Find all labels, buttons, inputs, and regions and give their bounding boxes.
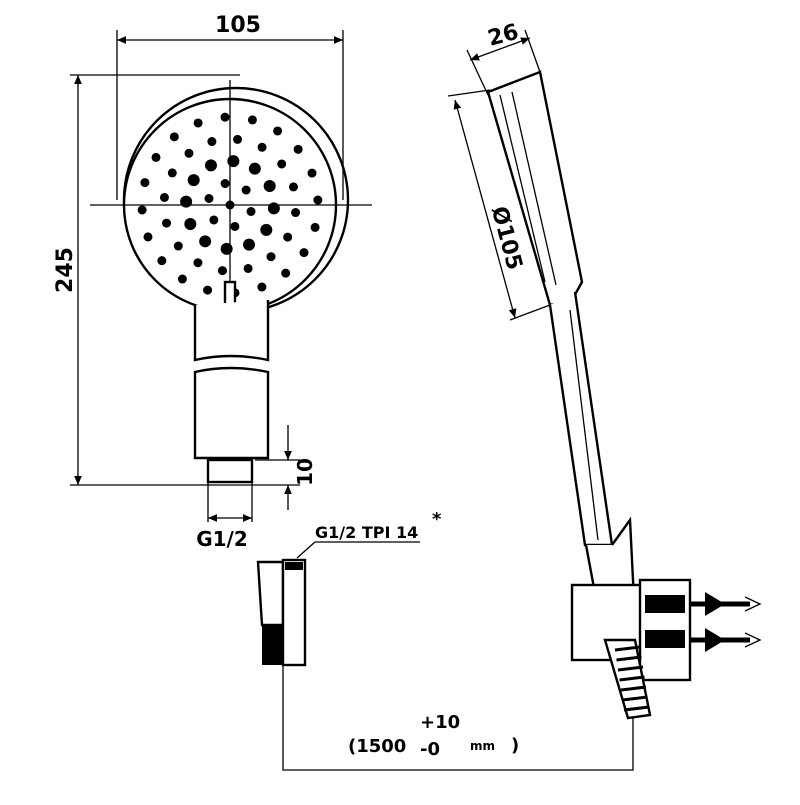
hose-rib — [623, 705, 650, 712]
nozzle — [180, 195, 193, 208]
nozzle — [143, 232, 153, 242]
hose-rib — [619, 675, 645, 682]
nozzle — [203, 285, 213, 295]
nozzle — [241, 185, 251, 195]
nozzle — [313, 195, 323, 205]
nozzle — [281, 268, 291, 278]
nozzle — [288, 182, 298, 192]
nozzle — [257, 142, 267, 152]
nozzle — [169, 132, 179, 142]
nozzle — [184, 218, 197, 231]
side-view: 26 Ø105 — [447, 20, 762, 720]
handle-upper — [193, 300, 270, 362]
nozzle — [204, 159, 217, 172]
diameter-label: Ø105 — [486, 204, 527, 273]
nozzle-grid — [137, 112, 323, 298]
screw-icon — [705, 592, 725, 652]
unit-label: mm — [470, 739, 495, 753]
nozzle — [167, 168, 177, 178]
nozzle — [193, 118, 203, 128]
hose-length-line — [282, 665, 634, 771]
nozzle — [243, 263, 253, 273]
handle-lower — [193, 366, 270, 460]
hose-thread-label: G1/2 TPI 14 — [315, 523, 418, 542]
connector-thread-label: G1/2 — [196, 527, 248, 551]
hose-rib — [616, 655, 642, 662]
nozzle — [247, 115, 257, 125]
nozzle — [217, 266, 227, 276]
nozzle — [267, 202, 280, 215]
nozzle — [260, 223, 273, 236]
connector-height-label: 10 — [293, 458, 317, 486]
nozzle — [243, 238, 256, 251]
nozzle — [283, 232, 293, 242]
hose-length-open: (1500 — [348, 736, 406, 757]
nozzle — [162, 218, 172, 228]
nozzle — [151, 152, 161, 162]
nozzle — [140, 178, 150, 188]
nozzle — [233, 134, 243, 144]
nozzle — [291, 208, 301, 218]
nozzle — [159, 192, 169, 202]
nozzle — [220, 242, 233, 255]
height-label: 245 — [53, 247, 78, 293]
nozzle — [257, 282, 267, 292]
nozzle — [299, 248, 309, 258]
nozzle — [227, 155, 240, 168]
nozzle — [177, 274, 187, 284]
depth-dimension — [469, 37, 531, 61]
nozzle — [263, 179, 276, 192]
nozzle — [193, 258, 203, 268]
nozzle — [248, 162, 261, 175]
nozzle — [230, 221, 240, 231]
nozzle — [184, 148, 194, 158]
depth-label: 26 — [485, 20, 521, 52]
nozzle — [310, 222, 320, 232]
nozzle — [157, 256, 167, 266]
nozzle — [220, 179, 230, 189]
hose-rib — [614, 645, 641, 652]
hose-rib — [622, 695, 648, 702]
connector — [206, 458, 254, 484]
nozzle — [209, 215, 219, 225]
nozzle — [199, 235, 212, 248]
width-label: 105 — [215, 13, 261, 38]
hose-rib — [617, 665, 644, 672]
tolerance-minus: -0 — [420, 739, 440, 760]
nozzle — [204, 193, 214, 203]
nozzle — [137, 205, 147, 215]
front-view: 105 245 10 G1/2 — [53, 13, 372, 551]
diameter-dimension — [453, 99, 517, 319]
tolerance-plus: +10 — [420, 712, 460, 733]
nozzle — [293, 144, 303, 154]
nozzle — [266, 252, 276, 262]
nozzle — [246, 207, 256, 217]
nozzle — [173, 241, 183, 251]
nozzle — [277, 159, 287, 169]
hose-length-close: ) — [511, 735, 519, 756]
hose-fitting: G1/2 TPI 14 * (1500 +10 -0 mm ) — [256, 509, 634, 771]
note-mark: * — [432, 509, 442, 530]
nozzle — [207, 137, 217, 147]
nozzle — [307, 168, 317, 178]
hose-rib — [620, 685, 647, 692]
nozzle — [220, 112, 230, 122]
nozzle — [273, 126, 283, 136]
nozzle — [187, 174, 200, 187]
handle-side — [548, 291, 614, 547]
